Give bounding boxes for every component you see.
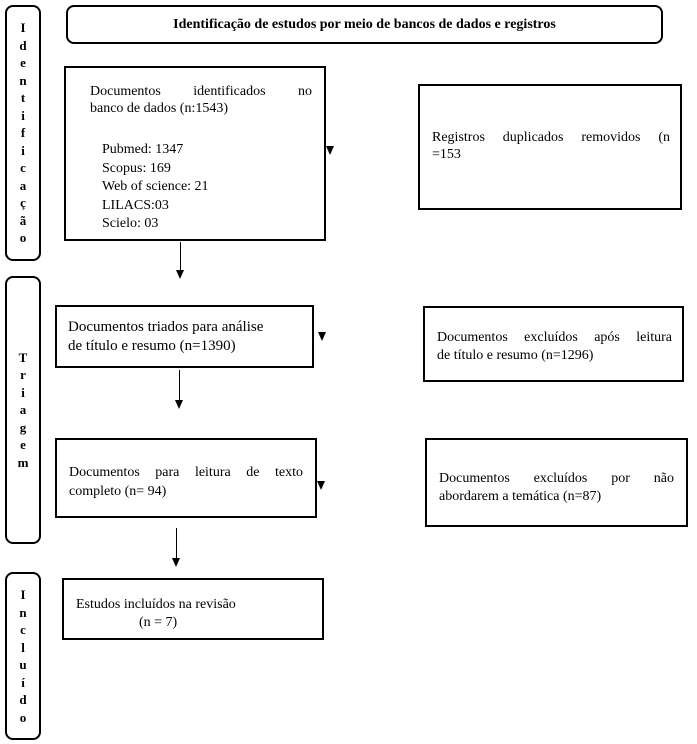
stage-letter: o <box>19 709 27 725</box>
stage-letter: o <box>19 230 27 246</box>
stage-letter: c <box>20 622 26 637</box>
source-scielo: Scielo: 03 <box>102 216 159 231</box>
side-arrow-3 <box>317 481 325 490</box>
included-line1: Estudos incluídos na revisão <box>76 597 236 612</box>
stage-letter: u <box>19 657 27 672</box>
arrow-down-1 <box>176 270 184 279</box>
stage-letter: n <box>19 72 27 88</box>
included-box: Estudos incluídos na revisão (n = 7) <box>62 578 324 640</box>
fulltext-line2: completo (n= 94) <box>69 484 167 499</box>
fulltext-box: Documentos para leitura de texto complet… <box>55 438 317 518</box>
arrow-down-2 <box>175 400 183 409</box>
stage-letter: d <box>19 692 27 707</box>
stage-letter: í <box>21 674 25 690</box>
fulltext-line1: Documentos para leitura de texto <box>69 465 303 480</box>
stage-letter: f <box>20 125 26 141</box>
excluded-title-line2: de título e resumo (n=1296) <box>437 348 594 363</box>
stage-letter: c <box>20 160 26 176</box>
source-list: Pubmed: 1347 Scopus: 169 Web of science:… <box>102 141 209 234</box>
excluded-title-line1: Documentos excluídos após leitura <box>437 330 672 345</box>
stage-letter: I <box>20 20 26 36</box>
stage-letter: l <box>21 639 25 655</box>
stage-letter: n <box>19 604 27 620</box>
stage-letter: e <box>20 55 26 71</box>
excluded-theme-box: Documentos excluídos por não abordarem a… <box>425 438 688 527</box>
screened-line1: Documentos triados para análise <box>68 319 264 335</box>
stage-letter: i <box>21 107 25 123</box>
stage-letter: g <box>19 419 27 435</box>
source-web-of-science: Web of science: 21 <box>102 179 209 194</box>
duplicates-line1: Registros duplicados removidos (n <box>432 130 670 145</box>
excluded-title-box: Documentos excluídos após leitura de tít… <box>423 306 684 382</box>
included-line2: (n = 7) <box>139 615 178 630</box>
stage-letter: a <box>19 177 27 193</box>
stage-letter: e <box>20 437 26 453</box>
stage-letter: i <box>21 142 25 158</box>
source-pubmed: Pubmed: 1347 <box>102 142 184 157</box>
excluded-theme-line2: abordarem a temática (n=87) <box>439 489 602 504</box>
stage-letter: T <box>18 349 28 365</box>
screened-line2: de título e resumo (n=1390) <box>68 338 236 354</box>
duplicates-box: Registros duplicados removidos (n =153 <box>418 84 682 210</box>
stage-letter: m <box>17 454 29 470</box>
side-arrow-2 <box>318 332 326 341</box>
source-scopus: Scopus: 169 <box>102 160 171 176</box>
identified-line2: banco de dados (n:1543) <box>90 101 229 116</box>
excluded-theme-line1: Documentos excluídos por não <box>439 471 674 486</box>
stage-letter: I <box>20 587 26 602</box>
stage-letter: a <box>19 402 27 418</box>
arrow-shaft-2 <box>179 370 180 400</box>
header-box: Identificação de estudos por meio de ban… <box>66 5 663 44</box>
stage-letter: d <box>19 37 27 53</box>
identified-box: Documentos identificados no banco de dad… <box>64 66 326 241</box>
stage-letter: r <box>20 367 26 383</box>
identified-line1: Documentos identificados no <box>90 84 312 99</box>
stage-letter: i <box>21 384 25 400</box>
arrow-down-3 <box>172 558 180 567</box>
stage-letter: ã <box>19 212 27 228</box>
arrow-shaft-1 <box>180 242 181 270</box>
arrow-shaft-3 <box>176 528 177 558</box>
stage-letter: t <box>20 90 26 106</box>
side-arrow-1 <box>326 146 334 155</box>
stage-letter: ç <box>20 195 26 211</box>
duplicates-line2: =153 <box>432 147 461 162</box>
screened-box: Documentos triados para análise de títul… <box>55 305 314 368</box>
source-lilacs: LILACS:03 <box>102 197 169 213</box>
header-title: Identificação de estudos por meio de ban… <box>173 16 556 32</box>
